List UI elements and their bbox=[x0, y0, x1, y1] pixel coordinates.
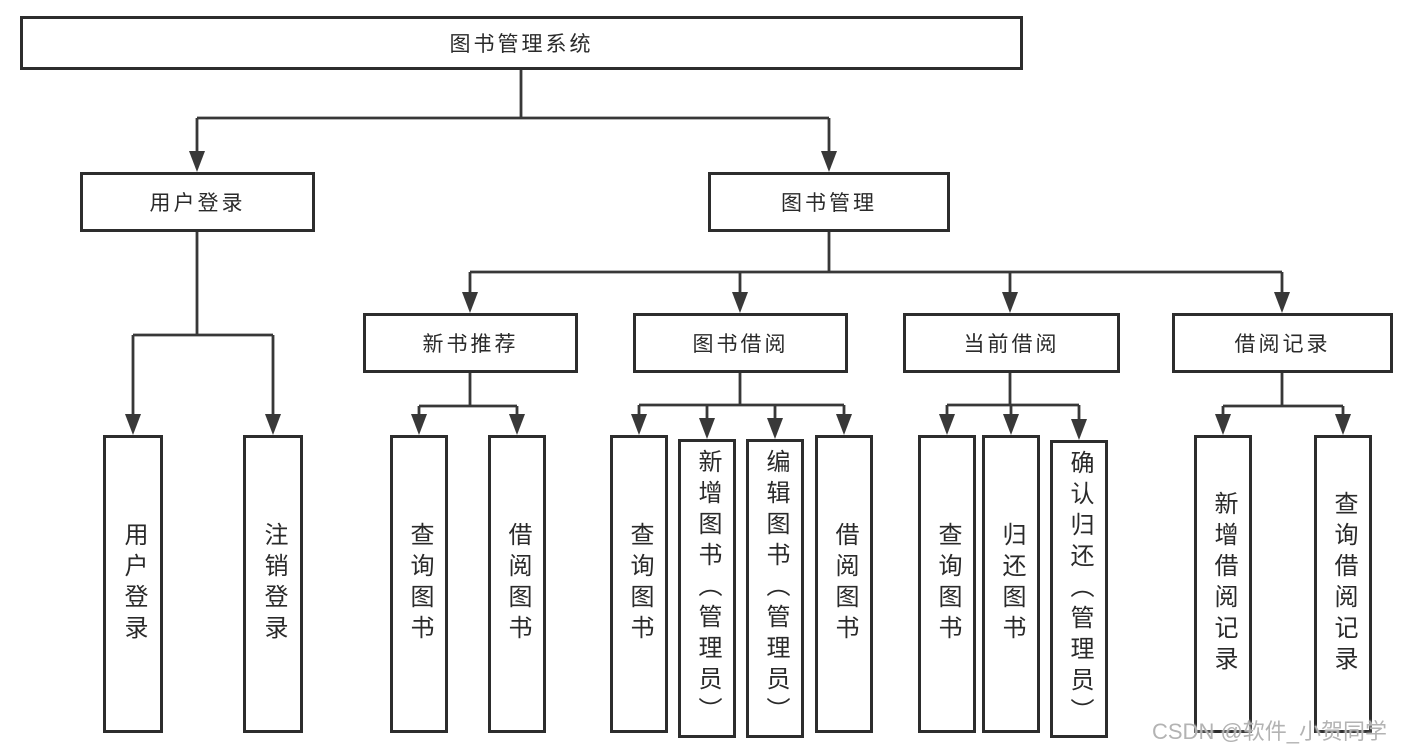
arrow-down-icon bbox=[939, 414, 955, 435]
leaf-logout-login: 注销登录 bbox=[243, 435, 303, 733]
leaf-label: 查询图书 bbox=[626, 522, 653, 646]
leaf-records-add-record: 新增借阅记录 bbox=[1194, 435, 1252, 733]
connector-newbook-to-leaves bbox=[417, 373, 519, 416]
leaf-label: 借阅图书 bbox=[831, 522, 858, 646]
watermark: CSDN @软件_小贺同学 bbox=[1152, 719, 1388, 744]
arrow-down-icon bbox=[732, 292, 748, 313]
leaf-newbook-borrow-books: 借阅图书 bbox=[488, 435, 546, 733]
leaf-records-query-record: 查询借阅记录 bbox=[1314, 435, 1372, 733]
leaf-label: 新增图书（管理员） bbox=[694, 449, 721, 728]
leaf-label: 用户登录 bbox=[120, 522, 147, 646]
node-book-borrowing: 图书借阅 bbox=[633, 313, 848, 373]
node-label: 当前借阅 bbox=[963, 333, 1060, 356]
connector-borrowing-to-leaves bbox=[637, 373, 846, 419]
node-root: 图书管理系统 bbox=[20, 16, 1023, 70]
arrow-down-icon bbox=[1071, 419, 1087, 440]
node-user-login: 用户登录 bbox=[80, 172, 315, 232]
node-label: 图书管理 bbox=[781, 192, 877, 215]
node-label: 图书借阅 bbox=[692, 333, 789, 356]
leaf-borrowing-query-books: 查询图书 bbox=[610, 435, 668, 733]
node-label: 用户登录 bbox=[149, 192, 246, 215]
arrow-down-icon bbox=[265, 414, 281, 435]
arrow-down-icon bbox=[189, 151, 205, 172]
arrow-down-icon bbox=[509, 414, 525, 435]
leaf-newbook-query-books: 查询图书 bbox=[390, 435, 448, 733]
arrow-down-icon bbox=[821, 151, 837, 172]
arrow-down-icon bbox=[1274, 292, 1290, 313]
leaf-label: 新增借阅记录 bbox=[1210, 491, 1237, 677]
leaf-current-return-books: 归还图书 bbox=[982, 435, 1040, 733]
leaf-label: 注销登录 bbox=[260, 522, 287, 646]
arrow-down-icon bbox=[125, 414, 141, 435]
arrow-down-icon bbox=[411, 414, 427, 435]
connector-records-to-leaves bbox=[1221, 373, 1345, 416]
node-book-management: 图书管理 bbox=[708, 172, 950, 232]
node-label: 新书推荐 bbox=[422, 333, 519, 356]
connector-userlogin-to-leaves bbox=[131, 232, 275, 415]
node-label: 图书管理系统 bbox=[449, 33, 594, 56]
leaf-borrowing-add-books-admin: 新增图书（管理员） bbox=[678, 439, 736, 738]
arrow-down-icon bbox=[631, 414, 647, 435]
connector-current-to-leaves bbox=[945, 373, 1081, 420]
leaf-borrowing-edit-books-admin: 编辑图书（管理员） bbox=[746, 439, 804, 738]
leaf-current-confirm-return-admin: 确认归还（管理员） bbox=[1050, 440, 1108, 738]
leaf-label: 查询借阅记录 bbox=[1330, 491, 1357, 677]
leaf-label: 编辑图书（管理员） bbox=[762, 449, 789, 728]
leaf-label: 查询图书 bbox=[934, 522, 961, 646]
leaf-label: 归还图书 bbox=[998, 522, 1025, 646]
leaf-user-login: 用户登录 bbox=[103, 435, 163, 733]
node-current-borrowing: 当前借阅 bbox=[903, 313, 1120, 373]
arrow-down-icon bbox=[1215, 414, 1231, 435]
node-label: 借阅记录 bbox=[1234, 333, 1331, 356]
arrow-down-icon bbox=[836, 414, 852, 435]
connector-bookmanagement-to-level3 bbox=[468, 232, 1284, 293]
arrow-down-icon bbox=[767, 418, 783, 439]
arrow-down-icon bbox=[1002, 292, 1018, 313]
arrow-down-icon bbox=[699, 418, 715, 439]
connector-root-to-level2 bbox=[195, 70, 831, 152]
arrow-down-icon bbox=[462, 292, 478, 313]
arrow-down-icon bbox=[1003, 414, 1019, 435]
leaf-borrowing-borrow-books: 借阅图书 bbox=[815, 435, 873, 733]
leaf-label: 借阅图书 bbox=[504, 522, 531, 646]
arrow-down-icon bbox=[1335, 414, 1351, 435]
node-borrowing-records: 借阅记录 bbox=[1172, 313, 1393, 373]
node-new-book-recommend: 新书推荐 bbox=[363, 313, 578, 373]
leaf-label: 确认归还（管理员） bbox=[1066, 449, 1093, 729]
leaf-label: 查询图书 bbox=[406, 522, 433, 646]
leaf-current-query-books: 查询图书 bbox=[918, 435, 976, 733]
